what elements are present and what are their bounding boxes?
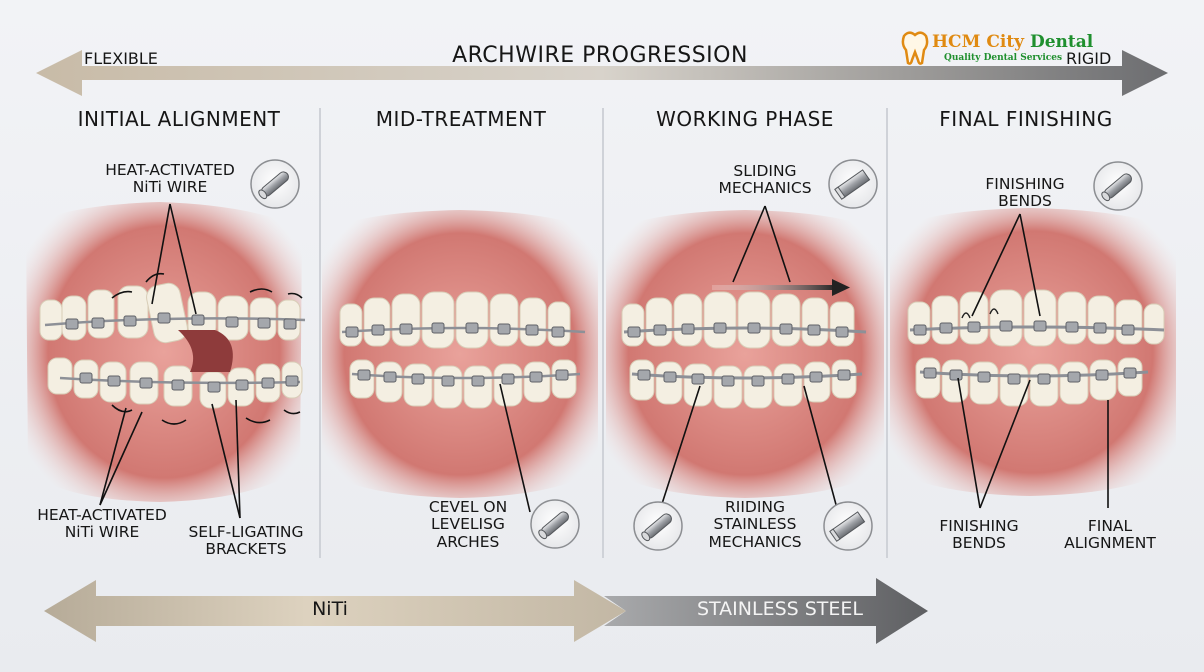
logo-name-part1: HCM City [932,32,1025,52]
round-wire-icon [1093,161,1143,211]
stainless-steel-label: STAINLESS STEEL [696,598,864,620]
stainless-mechanics-label: RIIDING STAINLESS MECHANICS [708,498,802,551]
panel-title-final-finishing: FINAL FINISHING [939,107,1113,131]
flexible-label: FLEXIBLE [84,49,158,68]
finishing-bends-label-top: FINISHING BENDS [985,175,1065,211]
top-progression-arrow [36,50,1168,96]
rectangular-wire-icon [823,501,873,551]
panel-4-teeth-illustration [890,208,1176,509]
niti-label: NiTi [312,598,348,620]
panel-1-teeth-illustration [26,202,306,519]
panel-3-teeth-illustration [606,205,884,513]
page-title: ARCHWIRE PROGRESSION [452,43,748,68]
self-ligating-brackets-label: SELF-LIGATING BRACKETS [188,523,304,559]
sliding-direction-arrow [712,279,850,296]
panel-title-initial-alignment: INITIAL ALIGNMENT [77,107,281,131]
panel-2-teeth-illustration [322,210,598,513]
panel-title-mid-treatment: MID-TREATMENT [375,107,547,131]
rigid-label: RIGID [1066,49,1112,68]
final-alignment-label: FINAL ALIGNMENT [1064,517,1156,553]
finishing-bends-label-bottom: FINISHING BENDS [939,517,1019,553]
sliding-mechanics-label: SLIDING MECHANICS [718,162,812,198]
panel-title-working-phase: WORKING PHASE [656,107,834,131]
clinic-logo: HCM City Dental Quality Dental Services [900,30,1093,70]
logo-name-part2: Dental [1029,32,1094,52]
panel-divider [319,108,321,558]
heat-activated-niti-label-bottom: HEAT-ACTIVATED NiTi WIRE [37,506,167,542]
round-wire-icon [530,499,580,549]
heat-activated-niti-label-top: HEAT-ACTIVATED NiTi WIRE [105,161,235,197]
panel-divider [602,108,604,558]
round-wire-icon [633,501,683,551]
stainless-steel-arrow [604,578,928,644]
logo-name: HCM City Dental [932,32,1093,52]
round-wire-icon [250,159,300,209]
leveling-arches-label: CEVEL ON LEVELISG ARCHES [428,498,508,551]
logo-tagline: Quality Dental Services [944,53,1063,63]
tooth-logo-icon [901,31,929,65]
panel-divider [886,108,888,558]
niti-arrow [44,580,626,642]
rectangular-wire-icon [828,159,878,209]
